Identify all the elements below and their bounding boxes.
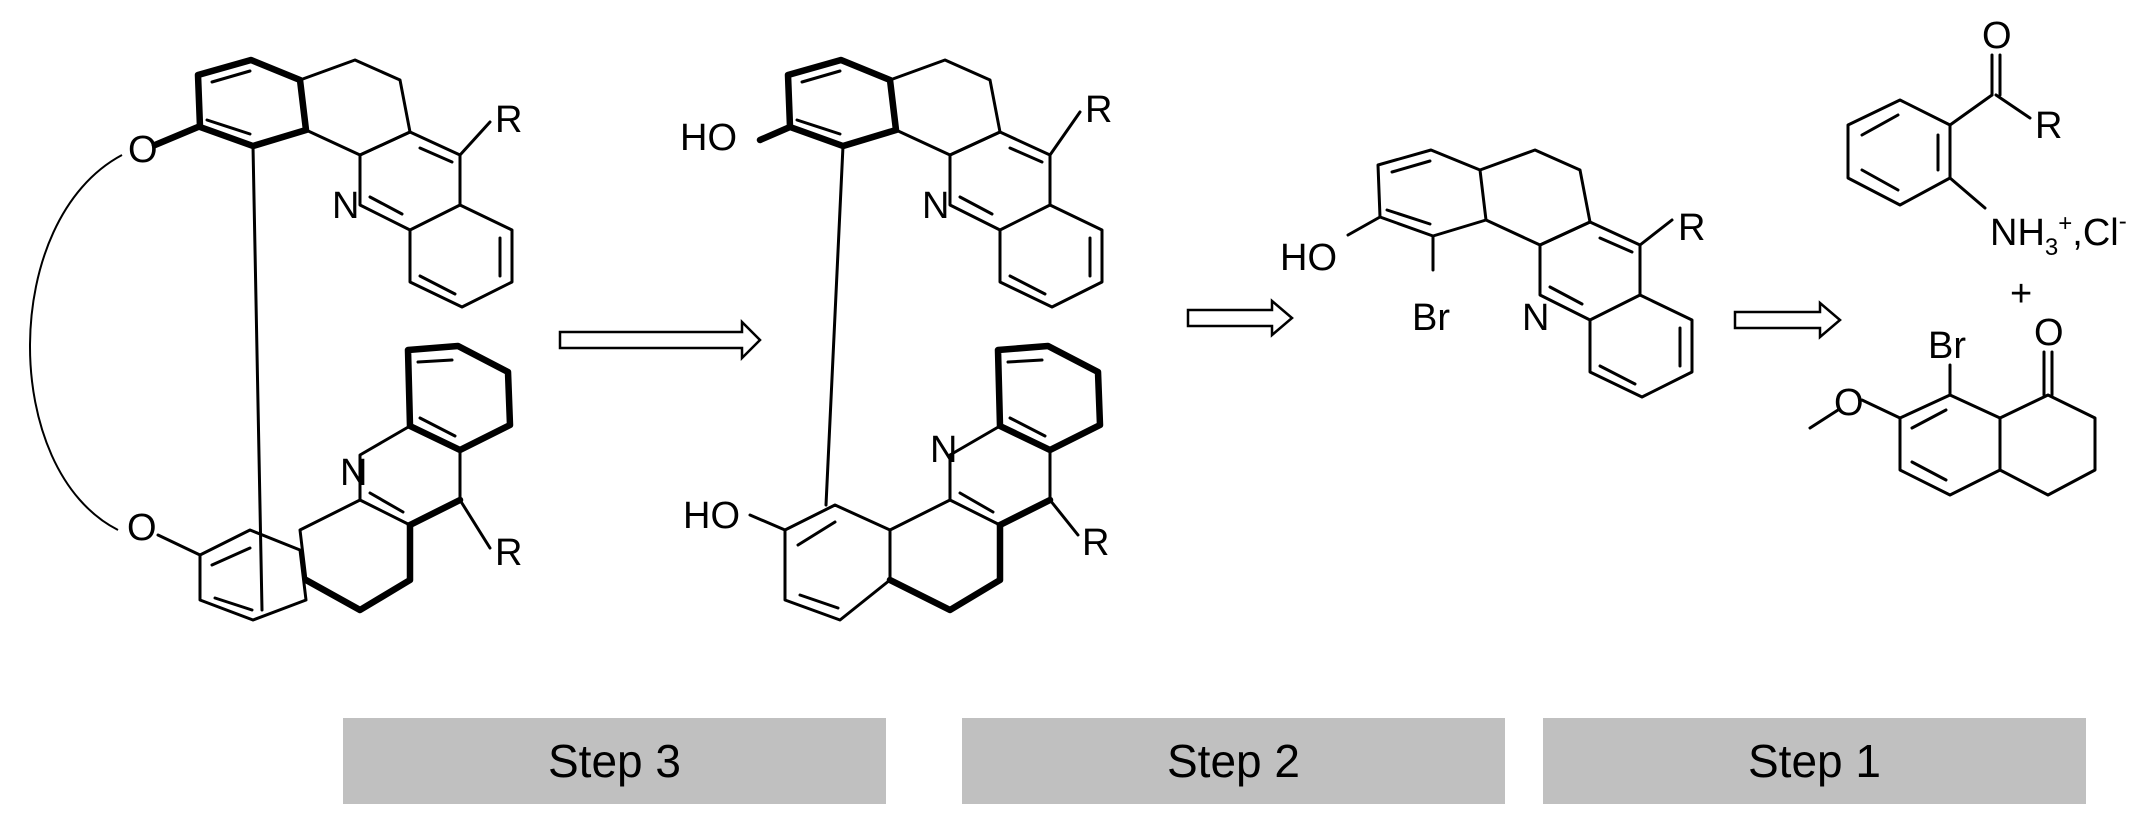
aminoketone-molecule xyxy=(1846,53,2032,210)
step-3-label: Step 3 xyxy=(548,735,681,787)
step-2-label: Step 2 xyxy=(1167,735,1300,787)
bisnaphthol-molecule xyxy=(748,56,1104,622)
group-nh3: NH3+,Cl- xyxy=(1990,208,2127,261)
step-3-bar: Step 3 xyxy=(343,718,886,804)
retro-arrow-step-3 xyxy=(558,318,762,362)
group-r-top: R xyxy=(495,99,522,141)
atom-o-top: O xyxy=(128,129,158,171)
atom-n-bottom: N xyxy=(340,452,367,494)
retro-arrow-step-2 xyxy=(1186,298,1294,338)
bisnaphthol-labels: HO HO N N R R xyxy=(680,89,1112,564)
atom-n-top: N xyxy=(332,185,359,227)
bromonaphthol-labels: HO Br N R xyxy=(1280,207,1705,339)
step-1-label: Step 1 xyxy=(1748,735,1881,787)
atom-o-methoxy: O xyxy=(1834,382,1864,424)
atom-n-top-2: N xyxy=(922,185,949,227)
group-ho-bottom: HO xyxy=(683,495,740,537)
bromonaphthol-molecule xyxy=(1346,148,1694,399)
tetralone-molecule xyxy=(1808,350,2097,497)
aminoketone-labels: O R NH3+,Cl- + xyxy=(1982,15,2127,315)
tetralone-labels: O Br O xyxy=(1834,312,2064,424)
retro-arrow-step-1 xyxy=(1733,300,1842,340)
group-r-4: R xyxy=(2035,105,2062,147)
atom-n-3: N xyxy=(1522,297,1549,339)
macrocycle-molecule xyxy=(29,56,514,622)
macrocycle-labels: O O N N R R xyxy=(127,99,522,574)
group-ho-top: HO xyxy=(680,117,737,159)
atom-o-bottom: O xyxy=(127,507,157,549)
atom-n-bottom-2: N xyxy=(930,429,957,471)
atom-br-5: Br xyxy=(1928,325,1966,367)
step-2-bar: Step 2 xyxy=(962,718,1505,804)
group-r-bottom-2: R xyxy=(1082,522,1109,564)
group-ho-3: HO xyxy=(1280,237,1337,279)
step-1-bar: Step 1 xyxy=(1543,718,2086,804)
group-r-bottom: R xyxy=(495,532,522,574)
atom-br-3: Br xyxy=(1412,297,1450,339)
atom-o-tetralone: O xyxy=(2034,312,2064,354)
group-r-top-2: R xyxy=(1085,89,1112,131)
group-r-3: R xyxy=(1678,207,1705,249)
atom-o-ketone: O xyxy=(1982,15,2012,57)
plus-sign: + xyxy=(2010,273,2032,315)
